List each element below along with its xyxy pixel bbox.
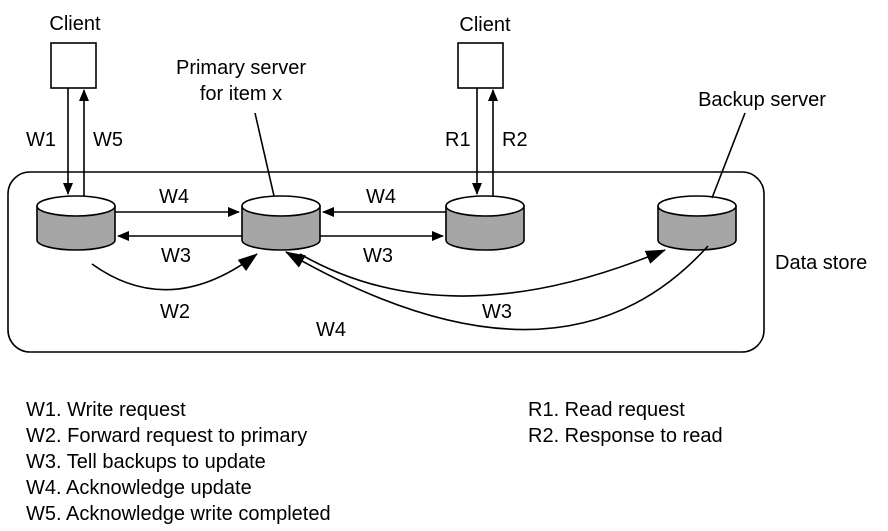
label-w1: W1 xyxy=(26,129,56,151)
legend-write: W1. Write request W2. Forward request to… xyxy=(26,397,331,527)
arrow-w3-curve xyxy=(299,249,666,297)
pointer-backup xyxy=(711,112,746,199)
disk-right xyxy=(445,195,525,251)
disk-backup xyxy=(657,195,737,251)
primary-server-label-line1: Primary server xyxy=(176,57,306,79)
arrow-w2-curve xyxy=(91,253,258,291)
label-r1: R1 xyxy=(445,129,471,151)
disk-left xyxy=(36,195,116,251)
disk-primary xyxy=(241,195,321,251)
legend-read: R1. Read request R2. Response to read xyxy=(528,397,723,449)
client-left-box xyxy=(50,42,97,89)
label-w5: W5 xyxy=(93,129,123,151)
legend-item: R1. Read request xyxy=(528,399,685,421)
label-r2: R2 xyxy=(502,129,528,151)
legend-item: R2. Response to read xyxy=(528,425,723,447)
legend-item: W1. Write request xyxy=(26,399,186,421)
label-w2-curve: W2 xyxy=(160,301,190,323)
label-w3-mid-left: W3 xyxy=(161,245,191,267)
legend-item: W5. Acknowledge write completed xyxy=(26,503,331,525)
data-store-label: Data store xyxy=(775,252,867,274)
legend-item: W3. Tell backups to update xyxy=(26,451,266,473)
label-w4-top-left: W4 xyxy=(159,186,189,208)
legend-item: W4. Acknowledge update xyxy=(26,477,252,499)
pointer-primary xyxy=(254,112,275,197)
client-left-label: Client xyxy=(49,13,101,35)
client-right-label: Client xyxy=(459,14,511,36)
label-w3-curve: W3 xyxy=(482,301,512,323)
label-w4-top-right: W4 xyxy=(366,186,396,208)
primary-server-label-line2: for item x xyxy=(200,83,282,105)
label-w3-mid-right: W3 xyxy=(363,245,393,267)
client-right-box xyxy=(457,42,504,89)
data-store-boundary xyxy=(7,171,765,353)
legend-item: W2. Forward request to primary xyxy=(26,425,308,447)
backup-server-label: Backup server xyxy=(698,89,826,111)
label-w4-curve: W4 xyxy=(316,319,346,341)
arrow-w4-curve xyxy=(285,245,709,331)
